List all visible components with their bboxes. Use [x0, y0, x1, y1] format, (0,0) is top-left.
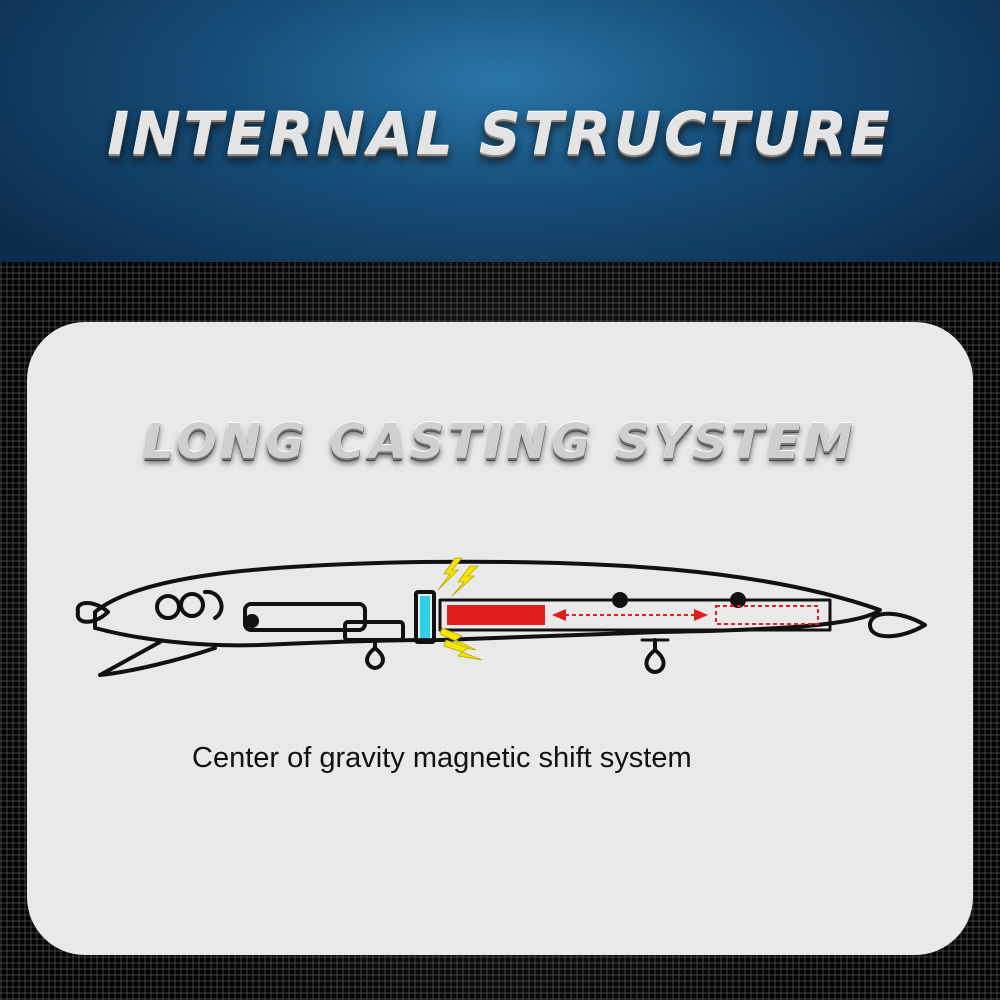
header-banner: INTERNAL STRUCTURE	[0, 0, 1000, 262]
eye-ring-2	[179, 592, 205, 618]
caption: Center of gravity magnetic shift system	[192, 742, 692, 774]
header-title: INTERNAL STRUCTURE	[107, 100, 893, 168]
front-chamber	[243, 602, 367, 632]
lure-lip	[98, 640, 217, 677]
front-hook-eye	[365, 638, 385, 670]
double-arrow-icon	[552, 609, 708, 621]
eye-ring-1	[155, 594, 181, 620]
lightning-icon	[437, 557, 483, 661]
pin-mid	[612, 592, 628, 608]
pin-front	[245, 614, 259, 628]
pin-rear	[730, 592, 746, 608]
nose-line-tie	[75, 601, 110, 624]
weight-track	[438, 598, 832, 632]
magnet-holder	[414, 590, 436, 644]
lure-diagram	[75, 557, 927, 677]
tail-eyelet	[868, 611, 927, 639]
magnet	[420, 596, 430, 638]
lure-body-outline	[93, 559, 882, 648]
sliding-weight	[447, 605, 545, 625]
panel-title: LONG CASTING SYSTEM	[143, 414, 857, 470]
weight-ghost-position	[715, 605, 819, 625]
rear-hook-eye	[644, 638, 666, 674]
eye-curl	[203, 589, 224, 620]
